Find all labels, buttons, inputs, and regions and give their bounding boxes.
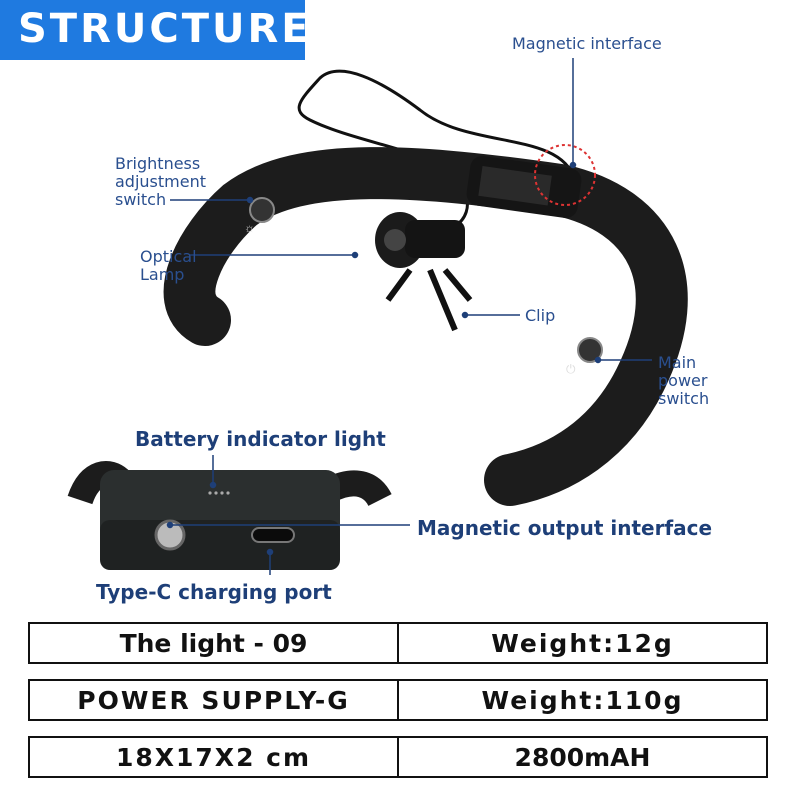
spec-light-weight: Weight:12g <box>491 628 674 658</box>
structure-banner: STRUCTURE <box>0 0 309 60</box>
label-optical-lamp: Optical Lamp <box>140 247 197 284</box>
magnetic-interface-marker <box>534 144 596 206</box>
label-magnetic-interface: Magnetic interface <box>512 34 662 53</box>
spec-light-model: The light - 09 <box>30 624 399 662</box>
banner-title: STRUCTURE <box>18 6 312 52</box>
label-battery-indicator: Battery indicator light <box>135 427 386 451</box>
label-clip: Clip <box>525 306 556 325</box>
svg-text:⏻: ⏻ <box>566 362 576 376</box>
label-type-c-port: Type-C charging port <box>96 580 332 604</box>
spec-row-3: 18X17X2 cm 2800mAH <box>28 736 768 778</box>
brightness-button <box>249 197 275 223</box>
svg-text:☼: ☼ <box>244 221 255 235</box>
battery-indicator-dots <box>208 491 230 495</box>
type-c-port <box>251 527 295 543</box>
spec-dimensions: 18X17X2 cm <box>30 738 399 776</box>
power-button <box>577 337 603 363</box>
spec-power-weight: Weight:110g <box>481 685 684 715</box>
magnetic-port <box>154 519 186 551</box>
lamp-clip <box>385 268 473 332</box>
label-main-power-switch: Main power switch <box>658 353 710 408</box>
label-brightness-switch: Brightness adjustment switch <box>115 154 206 209</box>
label-magnetic-output: Magnetic output interface <box>417 516 713 540</box>
spec-row-2: POWER SUPPLY-G Weight:110g <box>28 679 768 721</box>
spec-power-supply: POWER SUPPLY-G <box>30 681 399 719</box>
spec-row-1: The light - 09 Weight:12g <box>28 622 768 664</box>
spec-capacity: 2800mAH <box>514 742 651 772</box>
